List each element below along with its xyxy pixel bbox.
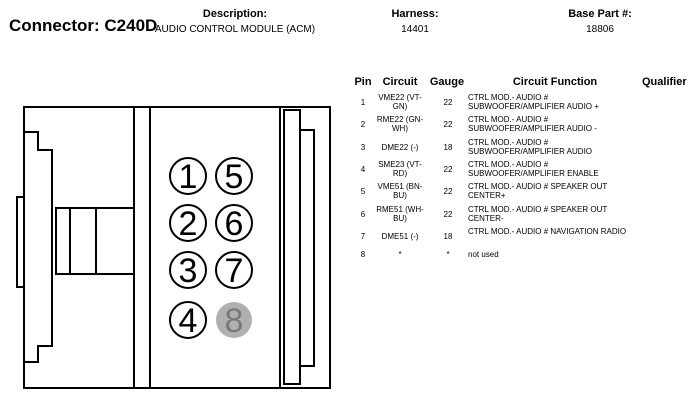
function-cell: CTRL MOD.- AUDIO # SPEAKER OUT CENTER- bbox=[468, 205, 608, 223]
pin-cell: 8 bbox=[360, 250, 366, 259]
column-header-pin: Pin bbox=[354, 76, 372, 88]
connector-face-diagram: 1 2 3 4 5 6 7 8 bbox=[16, 106, 331, 389]
pin-circle-2 bbox=[169, 204, 207, 242]
circuit-cell: VME22 (VT-GN) bbox=[378, 93, 422, 111]
pin-number-5: 5 bbox=[225, 158, 244, 196]
left-key-stub bbox=[16, 196, 25, 288]
circuit-cell: DME51 (-) bbox=[381, 232, 419, 241]
gauge-cell: 18 bbox=[443, 143, 453, 152]
pin-circle-5 bbox=[215, 157, 253, 195]
pin-circle-1 bbox=[169, 157, 207, 195]
pin-cell: 4 bbox=[360, 165, 366, 174]
pin-number-2: 2 bbox=[179, 205, 198, 243]
description-label: Description: bbox=[202, 8, 268, 20]
pin-number-8: 8 bbox=[225, 302, 244, 340]
gauge-cell: 22 bbox=[443, 210, 453, 219]
connector-housing bbox=[16, 106, 331, 389]
circuit-cell: VME51 (BN-BU) bbox=[377, 182, 423, 200]
base-part-value: 18806 bbox=[586, 24, 614, 35]
pin-circle-6 bbox=[215, 204, 253, 242]
pin-cell: 6 bbox=[360, 210, 366, 219]
gauge-cell: 22 bbox=[443, 98, 453, 107]
pin-circle-4 bbox=[169, 301, 207, 339]
right-rail bbox=[283, 109, 301, 385]
circuit-cell: * bbox=[398, 250, 402, 259]
gauge-cell: 18 bbox=[443, 232, 453, 241]
function-cell: CTRL MOD.- AUDIO # SUBWOOFER/AMPLIFIER A… bbox=[468, 115, 597, 133]
pin-cell: 1 bbox=[360, 98, 366, 107]
column-header-gauge: Gauge bbox=[429, 76, 465, 88]
gauge-cell: * bbox=[446, 250, 450, 259]
circuit-cell: SME23 (VT-RD) bbox=[378, 160, 422, 178]
function-cell: CTRL MOD.- AUDIO # SUBWOOFER/AMPLIFIER E… bbox=[468, 160, 599, 178]
pin-cell: 7 bbox=[360, 232, 366, 241]
function-cell: CTRL MOD.- AUDIO # NAVIGATION RADIO bbox=[468, 227, 627, 236]
pin-circle-7 bbox=[215, 251, 253, 289]
function-cell: CTRL MOD.- AUDIO # SUBWOOFER/AMPLIFIER A… bbox=[468, 138, 593, 156]
pin-number-3: 3 bbox=[179, 252, 198, 290]
pin-number-4: 4 bbox=[179, 302, 198, 340]
circuit-cell: RME22 (GN-WH) bbox=[376, 115, 424, 133]
gauge-cell: 22 bbox=[443, 187, 453, 196]
connector-label: Connector: C240D bbox=[9, 16, 158, 35]
harness-label: Harness: bbox=[391, 8, 439, 20]
function-cell: not used bbox=[468, 250, 499, 259]
harness-value: 14401 bbox=[401, 24, 429, 35]
pin-circle-3 bbox=[169, 251, 207, 289]
pin-number-7: 7 bbox=[225, 252, 244, 290]
column-header-circuit: Circuit bbox=[382, 76, 418, 88]
circuit-cell: DME22 (-) bbox=[381, 143, 419, 152]
gauge-cell: 22 bbox=[443, 120, 453, 129]
gauge-cell: 22 bbox=[443, 165, 453, 174]
function-cell: CTRL MOD.- AUDIO # SPEAKER OUT CENTER+ bbox=[468, 182, 608, 200]
pin-cell: 3 bbox=[360, 143, 366, 152]
pin-grid: 1 2 3 4 5 6 7 8 bbox=[169, 157, 253, 340]
pin-number-1: 1 bbox=[179, 158, 198, 196]
base-part-label: Base Part #: bbox=[568, 8, 632, 20]
function-cell: CTRL MOD.- AUDIO # SUBWOOFER/AMPLIFIER A… bbox=[468, 93, 599, 111]
left-latch-bracket bbox=[24, 131, 53, 363]
pin-cell: 5 bbox=[360, 187, 366, 196]
column-header-qualifier: Qualifier bbox=[642, 76, 687, 88]
description-value: AUDIO CONTROL MODULE (ACM) bbox=[154, 24, 316, 35]
circuit-cell: RME51 (WH-BU) bbox=[376, 205, 424, 223]
right-latch bbox=[300, 129, 315, 367]
pin-circle-8 bbox=[216, 302, 252, 338]
pin-cell: 2 bbox=[360, 120, 366, 129]
column-header-circuit-function: Circuit Function bbox=[512, 76, 598, 88]
pin-number-6: 6 bbox=[225, 205, 244, 243]
